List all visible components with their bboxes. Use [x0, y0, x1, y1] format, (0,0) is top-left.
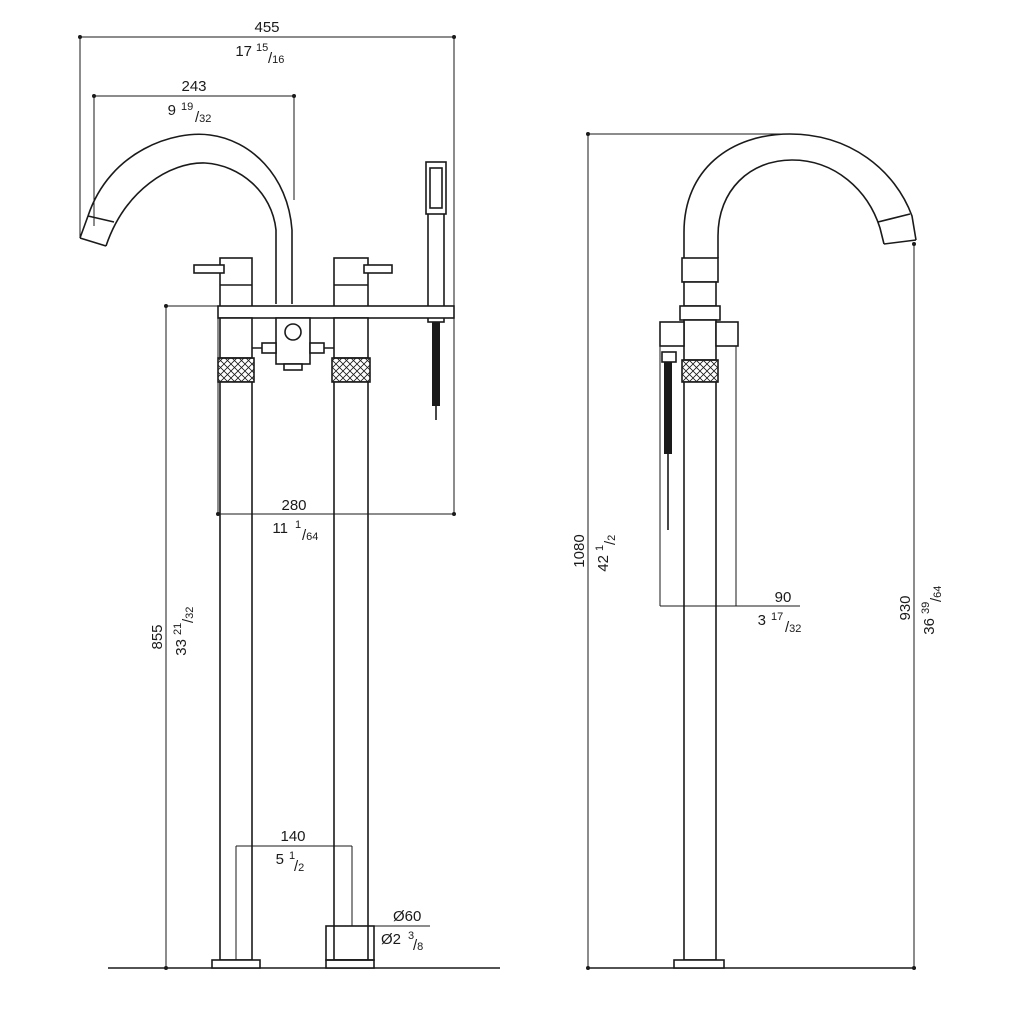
front-left-handle — [193, 257, 253, 309]
dim-side-total-height: 1080 42 1 /2 — [571, 132, 790, 970]
dim-930-mm: 930 — [897, 595, 914, 620]
dim-90-inch-num: 17 — [771, 611, 783, 623]
dim-90-inch-whole: 3 — [758, 612, 766, 629]
side-handles — [659, 321, 739, 363]
front-diverter-body — [252, 317, 334, 371]
dim-1080-mm: 1080 — [571, 534, 588, 567]
dim-front-leg-diameter: Ø60 Ø2 3 /8 — [326, 908, 430, 954]
dim-243-mm: 243 — [181, 78, 206, 95]
dim-90-mm: 90 — [775, 589, 792, 606]
dim-455-inch-num: 15 — [256, 42, 268, 54]
dim-930-inch-den: /64 — [928, 586, 945, 602]
front-right-handle — [333, 257, 393, 309]
front-spout — [79, 133, 293, 304]
dim-1080-inch-den: /2 — [602, 535, 619, 545]
dim-855-inch-whole: 33 — [173, 639, 190, 656]
dim-60-inch-whole: Ø2 — [381, 931, 401, 948]
dim-1080-inch-num: 1 — [594, 545, 606, 551]
dim-side-spout-height: 930 36 39 /64 — [897, 242, 945, 970]
dim-side-handshower-depth: 90 3 17 /32 — [659, 346, 801, 636]
side-view: 1080 42 1 /2 90 3 17 /32 930 — [571, 132, 945, 970]
dim-90-inch-den: /32 — [785, 619, 801, 636]
dim-280-mm: 280 — [281, 497, 306, 514]
dim-855-inch-num: 21 — [172, 623, 184, 635]
dim-855-mm: 855 — [149, 624, 166, 649]
dim-60-inch-num: 3 — [408, 930, 414, 942]
dim-front-deck-height: 855 33 21 /32 — [149, 304, 218, 970]
dim-930-inch-whole: 36 — [921, 618, 938, 635]
dim-front-deck-width: 280 11 1 /64 — [216, 318, 456, 544]
dim-243-inch-num: 19 — [181, 101, 193, 113]
dim-855-inch-den: /32 — [180, 607, 197, 623]
front-hand-shower — [425, 161, 447, 420]
dim-243-inch-whole: 9 — [168, 102, 176, 119]
dim-280-inch-den: /64 — [302, 527, 318, 544]
dim-140-mm: 140 — [280, 828, 305, 845]
dim-455-mm: 455 — [254, 19, 279, 36]
front-view: 455 17 15 /16 243 9 19 /32 280 11 1 /64 — [78, 19, 500, 970]
dim-243-inch-den: /32 — [195, 109, 211, 126]
dim-1080-inch-whole: 42 — [595, 555, 612, 572]
dim-140-inch-whole: 5 — [276, 851, 284, 868]
side-body-stack — [673, 257, 725, 969]
dim-140-inch-num: 1 — [289, 850, 295, 862]
dim-455-inch-whole: 17 — [235, 43, 252, 60]
front-right-leg — [325, 317, 375, 969]
dim-930-inch-num: 39 — [920, 602, 932, 614]
dim-60-mm: Ø60 — [393, 908, 421, 925]
side-spout — [683, 133, 917, 258]
dim-front-spout-reach: 243 9 19 /32 — [92, 78, 296, 226]
dim-455-inch-den-val: 16 — [272, 54, 284, 66]
dim-280-inch-num: 1 — [295, 519, 301, 531]
side-hand-shower — [664, 362, 672, 530]
dim-140-inch-den: /2 — [294, 858, 304, 875]
dim-front-leg-spacing: 140 5 1 /2 — [235, 828, 353, 960]
dim-280-inch-whole: 11 — [272, 520, 288, 537]
dim-60-inch-den: /8 — [413, 937, 423, 954]
dim-front-overall-width: 455 17 15 /16 — [78, 19, 456, 306]
dim-455-inch-den: /16 — [268, 50, 284, 67]
front-deck-plate — [217, 305, 455, 319]
